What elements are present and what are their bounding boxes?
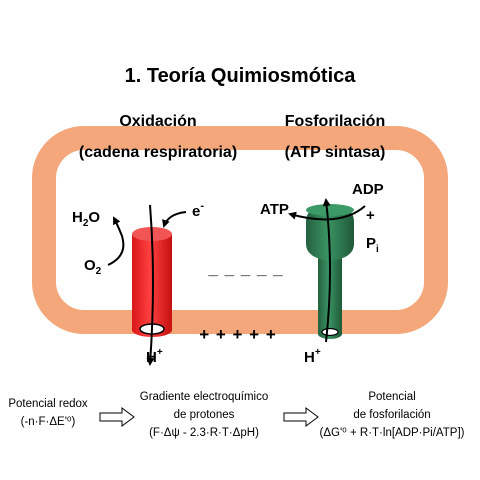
phosphorylation-potential-formula: (ΔG'⁰ + R·T·ln[ADP·Pi/ATP]) bbox=[320, 427, 465, 439]
synthase-channel-opening bbox=[321, 327, 339, 337]
proton-label-right: H+ bbox=[304, 347, 321, 366]
phosphorylation-arrow bbox=[288, 205, 366, 221]
mitochondrial-membrane bbox=[32, 126, 448, 334]
water-label: H2O bbox=[72, 209, 100, 229]
flow-arrow-1 bbox=[99, 407, 135, 427]
phosphate-label: Pi bbox=[366, 235, 379, 255]
redox-potential-label: Potencial redox bbox=[8, 398, 88, 410]
proton-label-left: H+ bbox=[146, 347, 163, 366]
atp-synthase-complex bbox=[306, 204, 354, 339]
phosphorylation-title: Fosforilación bbox=[285, 113, 385, 130]
flow-arrow-2 bbox=[283, 407, 319, 427]
phosphorylation-subtitle: (ATP sintasa) bbox=[285, 144, 386, 161]
proton-gradient-formula: (F·Δψ - 2.3·R·T·ΔpH) bbox=[149, 427, 259, 439]
diagram-title: 1. Teoría Quimiosmótica bbox=[125, 65, 357, 87]
electron-arrow bbox=[162, 211, 187, 228]
phosphorylation-potential-label-2: de fosforilación bbox=[353, 409, 430, 421]
oxygen-label: O2 bbox=[84, 257, 102, 277]
oxidation-subtitle: (cadena respiratoria) bbox=[79, 144, 237, 161]
adp-label: ADP bbox=[352, 181, 384, 198]
electron-label: e- bbox=[192, 200, 204, 220]
oxygen-reduction-arrow bbox=[107, 216, 125, 266]
redox-potential-formula: (-n·F·ΔE'⁰) bbox=[21, 416, 76, 428]
plus-label: + bbox=[366, 207, 375, 224]
positive-charges: + + + + + bbox=[199, 325, 277, 344]
negative-charges: _ _ _ _ _ bbox=[207, 259, 283, 278]
proton-gradient-label: Gradiente electroquímico bbox=[140, 391, 268, 403]
phosphorylation-potential-label: Potencial bbox=[368, 391, 415, 403]
oxidation-title: Oxidación bbox=[119, 113, 196, 130]
proton-gradient-label-2: de protones bbox=[174, 409, 235, 421]
atp-label: ATP bbox=[260, 201, 289, 218]
proton-flow-arrow-right bbox=[322, 198, 331, 343]
proton-flow-arrow-left bbox=[146, 204, 155, 366]
